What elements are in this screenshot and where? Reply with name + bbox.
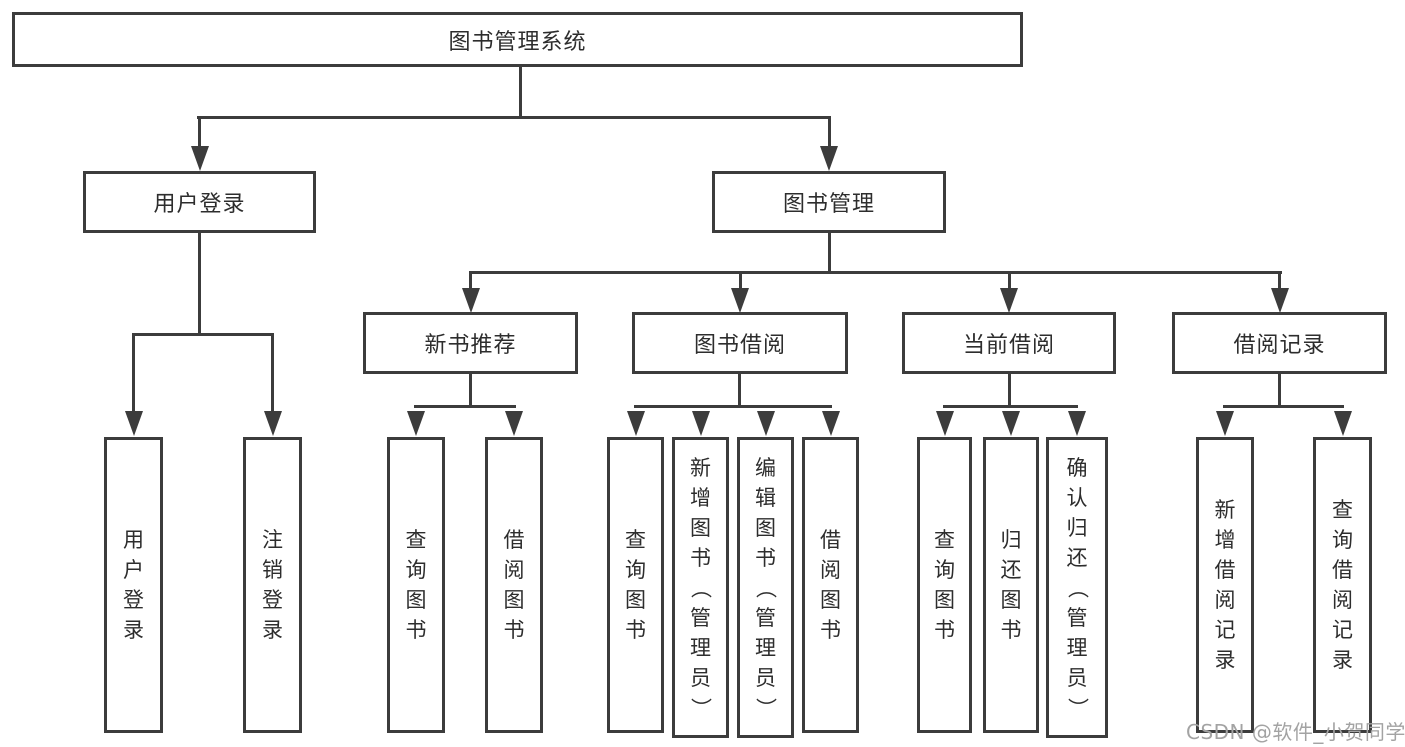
connector-user-login-branch	[132, 333, 274, 336]
node-book-mgmt-label: 图书管理	[782, 192, 875, 217]
node-new-book-rec-label: 新书推荐	[424, 333, 517, 358]
leaf-borrow-book: 借阅图书	[485, 437, 543, 733]
arrow-down-icon	[1216, 411, 1234, 436]
connector-current-borrow-stem	[1008, 374, 1011, 408]
connector-book-borrow-stem	[738, 374, 741, 408]
arrow-down-icon	[1068, 411, 1086, 436]
node-user-login-label: 用户登录	[153, 192, 246, 217]
node-current-borrow-label: 当前借阅	[962, 333, 1055, 358]
leaf-query-borrow-record: 查询借阅记录	[1313, 437, 1372, 733]
leaf-add-book-admin: 新增图书（管理员）	[672, 437, 729, 738]
connector-stub-user-login	[198, 116, 201, 149]
connector-root-stem	[519, 65, 522, 118]
arrow-down-icon	[757, 411, 775, 436]
leaf-logout: 注销登录	[243, 437, 302, 733]
leaf-confirm-return-admin-label: 确认归还（管理员）	[1065, 455, 1089, 719]
node-book-borrow: 图书借阅	[632, 312, 848, 374]
node-borrow-records: 借阅记录	[1172, 312, 1387, 374]
leaf-query-book-label: 查询图书	[405, 528, 427, 642]
node-root-label: 图书管理系统	[448, 29, 587, 55]
leaf-return-book: 归还图书	[983, 437, 1039, 733]
leaf-confirm-return-admin: 确认归还（管理员）	[1046, 437, 1108, 738]
arrow-down-icon	[1271, 288, 1289, 313]
leaf-query-book-label: 查询图书	[934, 528, 955, 642]
arrow-down-icon	[692, 411, 710, 436]
arrow-down-icon	[407, 411, 425, 436]
leaf-query-book-label: 查询图书	[625, 528, 646, 642]
connector-current-borrow-branch	[943, 405, 1078, 408]
watermark: CSDN @软件_小贺同学	[1186, 720, 1405, 744]
arrow-down-icon	[627, 411, 645, 436]
leaf-edit-book-admin: 编辑图书（管理员）	[737, 437, 794, 738]
leaf-query-book: 查询图书	[917, 437, 972, 733]
node-new-book-rec: 新书推荐	[363, 312, 578, 374]
connector-new-book-branch	[414, 405, 516, 408]
leaf-query-borrow-record-label: 查询借阅记录	[1332, 498, 1353, 672]
node-book-borrow-label: 图书借阅	[693, 333, 786, 358]
connector-stub-leaf	[271, 333, 274, 413]
leaf-edit-book-admin-label: 编辑图书（管理员）	[753, 455, 778, 719]
connector-user-login-stem	[198, 232, 201, 336]
connector-borrow-records-stem	[1278, 374, 1281, 408]
connector-stub-level3	[1008, 271, 1011, 291]
connector-stub-level3	[739, 271, 742, 291]
leaf-return-book-label: 归还图书	[1000, 528, 1022, 642]
arrow-down-icon	[936, 411, 954, 436]
connector-borrow-records-branch	[1223, 405, 1344, 408]
arrow-down-icon	[462, 288, 480, 313]
leaf-user-login: 用户登录	[104, 437, 163, 733]
node-book-mgmt: 图书管理	[712, 171, 946, 233]
leaf-query-book: 查询图书	[607, 437, 664, 733]
arrow-down-icon	[1000, 288, 1018, 313]
leaf-logout-label: 注销登录	[262, 528, 283, 642]
arrow-down-icon	[822, 411, 840, 436]
arrow-down-icon	[191, 146, 209, 171]
node-borrow-records-label: 借阅记录	[1233, 333, 1326, 358]
leaf-add-book-admin-label: 新增图书（管理员）	[688, 455, 713, 719]
arrow-down-icon	[125, 411, 143, 436]
connector-new-book-stem	[469, 374, 472, 408]
connector-root-branch	[197, 116, 831, 119]
connector-book-mgmt-stem	[828, 232, 831, 274]
arrow-down-icon	[731, 288, 749, 313]
arrow-down-icon	[264, 411, 282, 436]
connector-book-borrow-branch	[634, 405, 832, 408]
leaf-borrow-book-label: 借阅图书	[503, 528, 525, 642]
connector-stub-leaf	[132, 333, 135, 413]
leaf-borrow-book-label: 借阅图书	[820, 528, 841, 642]
connector-stub-level3	[469, 271, 472, 291]
arrow-down-icon	[505, 411, 523, 436]
leaf-borrow-book: 借阅图书	[802, 437, 859, 733]
leaf-user-login-label: 用户登录	[123, 528, 144, 642]
arrow-down-icon	[1334, 411, 1352, 436]
connector-stub-book-mgmt	[828, 116, 831, 149]
leaf-query-book: 查询图书	[387, 437, 445, 733]
leaf-add-borrow-record: 新增借阅记录	[1196, 437, 1254, 733]
arrow-down-icon	[1002, 411, 1020, 436]
node-root: 图书管理系统	[12, 12, 1023, 67]
node-user-login: 用户登录	[83, 171, 316, 233]
connector-book-mgmt-branch	[469, 271, 1282, 274]
connector-stub-level3	[1278, 271, 1281, 291]
arrow-down-icon	[820, 146, 838, 171]
leaf-add-borrow-record-label: 新增借阅记录	[1214, 498, 1236, 672]
node-current-borrow: 当前借阅	[902, 312, 1116, 374]
